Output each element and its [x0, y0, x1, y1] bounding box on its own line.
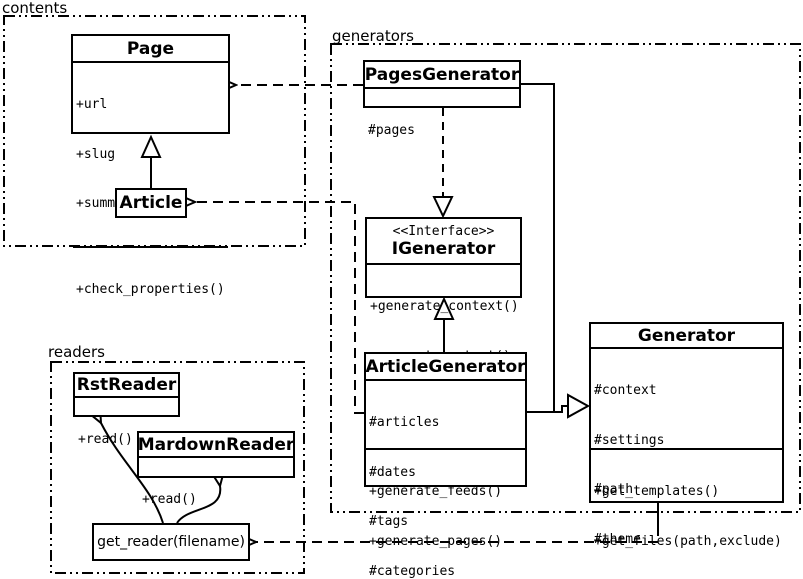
attributes-compartment: #pages [365, 87, 519, 173]
class-title: Generator [637, 325, 736, 346]
method: +generate_feeds() [369, 484, 503, 499]
class-article: Article [115, 188, 187, 218]
package-border-generators [330, 43, 801, 513]
methods-compartment: +get_templates() +get_files(path,exclude… [591, 448, 782, 579]
package-label-contents: contents [2, 0, 68, 17]
title-compartment: <<Interface>> IGenerator [367, 219, 520, 263]
dependency-arrow-generator-to-getreader [256, 526, 659, 542]
package-label-readers: readers [48, 343, 105, 361]
method: +get_files(path,exclude) [594, 533, 782, 549]
method: +read() [142, 492, 197, 507]
class-mardownreader: MardownReader +read() [137, 431, 295, 507]
methods-compartment: +check_properties() [73, 245, 228, 297]
attribute: #pages [368, 123, 415, 138]
package-border-readers [50, 361, 305, 574]
box-get-reader: get_reader(filename) [92, 523, 250, 561]
methods-compartment: +read() [75, 396, 178, 482]
class-rstreader: RstReader +read() [73, 372, 180, 447]
attribute: #context [594, 383, 657, 398]
method: +get_templates() [594, 484, 720, 499]
arrow-getreader-to-mardownreader [176, 486, 220, 524]
inheritance-triangle-page [140, 134, 162, 158]
inheritance-triangle-igenerator [433, 296, 455, 320]
method: +check_properties() [76, 281, 225, 297]
attribute: #categories [369, 563, 456, 579]
attribute: +url [76, 97, 108, 112]
class-igenerator: <<Interface>> IGenerator +generate_conte… [365, 217, 522, 364]
inheritance-triangle-generator [567, 393, 591, 419]
method: +generate_context() [370, 299, 519, 314]
methods-compartment: +generate_feeds() +generate_pages() [366, 448, 525, 579]
arrow-getreader-to-rstreader [101, 423, 164, 524]
attribute: #settings [594, 432, 665, 448]
attribute: #path [594, 482, 634, 497]
package-label-generators: generators [332, 27, 414, 45]
class-page: Page +url +slug +summary +check_properti… [71, 34, 230, 297]
class-title: PagesGenerator [364, 64, 520, 85]
inheritance-line-articlegenerator-to-generator [527, 405, 567, 413]
class-title: Article [119, 193, 183, 213]
attributes-compartment: #context #settings #path #theme #output_… [591, 347, 782, 547]
dependency-arrow-articlegenerator-to-article [195, 202, 364, 414]
stereotype: <<Interface>> [392, 223, 495, 239]
methods-compartment: +read() [139, 456, 293, 542]
inheritance-line-pagesgenerator-to-generator [521, 83, 555, 412]
attribute: #articles [369, 415, 440, 430]
attribute: #tags [369, 514, 409, 529]
class-title: Page [126, 38, 175, 59]
class-title: IGenerator [391, 238, 496, 259]
class-generator: Generator #context #settings #path #them… [589, 322, 784, 549]
class-title: RstReader [76, 375, 177, 395]
class-articlegenerator: ArticleGenerator #articles #dates #tags … [364, 352, 527, 579]
attribute: +slug [76, 146, 116, 162]
attribute: #dates [369, 464, 416, 480]
attribute: #theme [594, 531, 641, 547]
class-title: MardownReader [137, 434, 295, 455]
realization-triangle-igenerator [432, 196, 454, 219]
method: +generate_pages() [369, 533, 503, 549]
get-reader-label: get_reader(filename) [97, 534, 245, 550]
attributes-compartment: #articles #dates #tags #categories [366, 379, 525, 579]
method: +read() [78, 432, 133, 447]
class-title: ArticleGenerator [365, 356, 526, 377]
class-pagesgenerator: PagesGenerator #pages [363, 60, 521, 138]
